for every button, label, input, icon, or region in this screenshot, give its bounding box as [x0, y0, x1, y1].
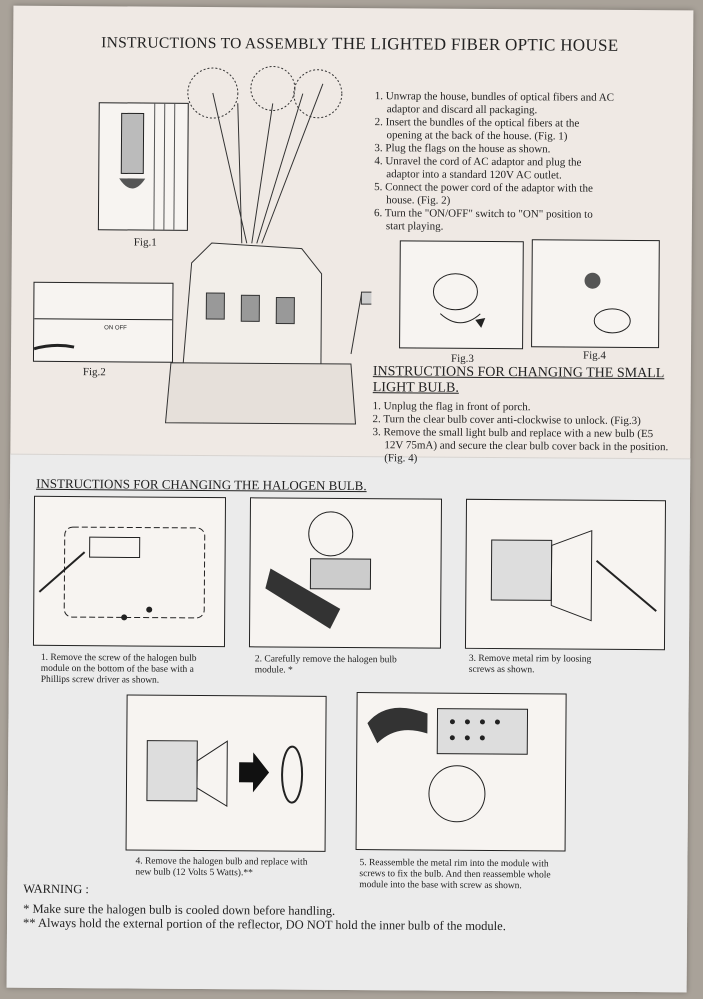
page-title: INSTRUCTIONS TO ASSEMBLY THE LIGHTED FIB… [101, 32, 618, 56]
small-bulb-step: 3. Remove the small light bulb and repla… [372, 426, 669, 465]
base-screw-illustration [38, 526, 206, 621]
bulb-replace-illustration [584, 272, 631, 334]
fig3-label: Fig.3 [450, 352, 474, 365]
adaptor-plug-illustration [33, 318, 173, 351]
assembly-step: 2. Insert the bundles of the optical fib… [374, 116, 580, 143]
remove-module-illustration [265, 511, 372, 629]
reassemble-module-illustration [367, 707, 529, 823]
figure-4 [531, 239, 660, 349]
assembly-step: 5. Connect the power cord of the adaptor… [374, 181, 593, 207]
figure-3 [399, 240, 524, 350]
title-part-2: THE LIGHTED FIBER OPTIC HOUSE [332, 33, 619, 55]
on-off-switch-label: ON OFF [104, 325, 127, 332]
halogen-heading: INSTRUCTIONS FOR CHANGING THE HALOGEN BU… [36, 475, 367, 494]
figure-1 [97, 102, 189, 231]
halogen-figure-2 [248, 497, 443, 649]
fiber-optic-house-illustration [164, 65, 374, 425]
fig4-label: Fig.4 [582, 349, 606, 362]
small-bulb-heading: INSTRUCTIONS FOR CHANGING THE SMALL LIGH… [372, 364, 665, 396]
halogen-caption-3: 3. Remove metal rim by loosing screws as… [468, 653, 592, 676]
fig2-label: Fig.2 [82, 366, 106, 379]
halogen-figure-3 [464, 498, 666, 651]
metal-rim-illustration [490, 529, 657, 622]
figure-2: ON OFF [32, 281, 174, 363]
replace-bulb-illustration [146, 740, 304, 808]
assembly-step: 4. Unravel the cord of AC adaptor and pl… [374, 155, 582, 182]
halogen-caption-4: 4. Remove the halogen bulb and replace w… [135, 856, 308, 879]
assembly-step: 6. Turn the "ON/OFF" switch to "ON" posi… [373, 207, 593, 233]
halogen-caption-2: 2. Carefully remove the halogen bulb mod… [254, 654, 397, 676]
warning-label: WARNING : [23, 881, 89, 897]
halogen-figure-4 [125, 694, 327, 852]
assembly-steps: 1. Unwrap the house, bundles of optical … [374, 90, 615, 235]
halogen-caption-5: 5. Reassemble the metal rim into the mod… [359, 858, 551, 892]
halogen-figure-5 [355, 692, 567, 852]
title-part-1: INSTRUCTIONS TO ASSEMBLY [101, 34, 328, 53]
halogen-caption-1: 1. Remove the screw of the halogen bulb … [40, 652, 197, 686]
halogen-figure-1 [32, 495, 227, 648]
instruction-sheet: INSTRUCTIONS TO ASSEMBLY THE LIGHTED FIB… [6, 5, 694, 993]
assembly-step: 1. Unwrap the house, bundles of optical … [374, 90, 615, 117]
small-bulb-steps: 1. Unplug the flag in front of porch. 2.… [372, 400, 672, 467]
fiber-opening-illustration [119, 103, 176, 230]
bulb-cover-unlock-illustration [432, 273, 486, 328]
